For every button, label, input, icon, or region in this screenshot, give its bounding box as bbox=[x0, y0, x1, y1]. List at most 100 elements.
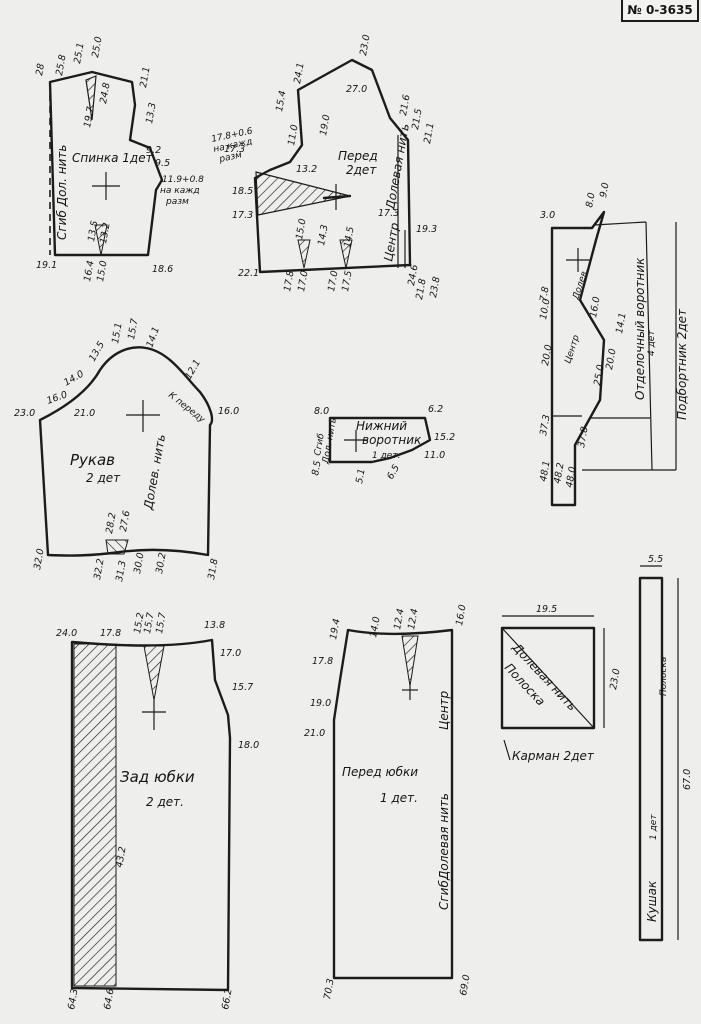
front-m24: 21.8 bbox=[414, 278, 429, 301]
belt-m1: 67.0 bbox=[682, 769, 693, 790]
collar-title-2: воротник bbox=[362, 433, 422, 447]
sleeve-m14: 31.3 bbox=[114, 560, 129, 583]
back-title: Спинка 1дет bbox=[72, 151, 154, 165]
front-title-2: 2дет bbox=[346, 163, 377, 177]
belt-m0: 5.5 bbox=[648, 554, 663, 565]
facing-m3: 7.8 bbox=[538, 286, 551, 303]
sleeve-m8: 21.0 bbox=[74, 408, 95, 419]
collar-m3: 11.0 bbox=[424, 450, 445, 461]
front-m20: 17.0 bbox=[326, 270, 341, 293]
back-m7: 13.3 bbox=[144, 102, 159, 125]
skirt-front-m6: 19.0 bbox=[310, 698, 331, 709]
facing-label-3: Подбортник 2дет bbox=[675, 308, 689, 420]
collar-m5: 5.1 bbox=[354, 468, 367, 485]
facing-m11: 48.1 bbox=[538, 460, 553, 483]
under-collar-outline bbox=[328, 416, 432, 464]
sleeve-m10: 28.2 bbox=[104, 512, 119, 535]
front-m0: 24.1 bbox=[292, 62, 307, 85]
facing-label-1: Отделочный воротник bbox=[633, 257, 647, 400]
front-m17: 17.0 bbox=[296, 270, 311, 293]
skirt-back-piece: Зад юбки 2 дет. 24.0 17.8 15.2 15.7 15.7… bbox=[56, 612, 259, 1011]
sleeve-m16: 30.2 bbox=[154, 552, 169, 575]
back-grain: Сгиб Дол. нить bbox=[55, 145, 69, 240]
facing-m9: 20.0 bbox=[604, 348, 619, 371]
pocket-piece: Долевая нить Полоска Карман 2дет 19.5 23… bbox=[500, 604, 623, 763]
facing-m0: 3.0 bbox=[540, 210, 555, 221]
sleeve-grain: Долев. нить bbox=[141, 433, 168, 511]
front-m11: 18.5 bbox=[232, 186, 253, 197]
facing-piece: Отделочный воротник 4 дет Подбортник 2де… bbox=[538, 182, 689, 507]
front-note-3: разм bbox=[218, 150, 244, 165]
front-center: Центр bbox=[381, 221, 402, 262]
back-m9: 9.5 bbox=[155, 158, 170, 169]
skirt-back-m6: 17.0 bbox=[220, 648, 241, 659]
back-m14: 13.2 bbox=[98, 222, 113, 245]
facing-m1: 8.0 bbox=[584, 192, 597, 209]
skirt-front-title: Перед юбки bbox=[342, 765, 418, 779]
skirt-back-m3: 15.7 bbox=[142, 612, 157, 635]
back-m1: 25.8 bbox=[54, 54, 69, 77]
sleeve-m2: 14.1 bbox=[144, 325, 162, 349]
front-m12: 17.3 bbox=[232, 210, 253, 221]
back-m10: 19.1 bbox=[36, 260, 57, 271]
front-m9: 21.1 bbox=[422, 122, 437, 145]
sleeve-m7: 23.0 bbox=[14, 408, 35, 419]
skirt-front-m0: 19.4 bbox=[328, 618, 343, 641]
front-m14: 19.3 bbox=[416, 224, 437, 235]
facing-outline bbox=[550, 210, 606, 507]
facing-grain: Долев. bbox=[571, 267, 591, 301]
back-m4: 19.7 bbox=[82, 106, 97, 129]
skirt-back-count: 2 дет. bbox=[146, 795, 184, 809]
collar-m4: 8.5 bbox=[310, 460, 323, 477]
collar-fold: Сгиб bbox=[313, 432, 327, 456]
facing-m10: 37.3 bbox=[538, 414, 553, 437]
sleeve-m1: 15.1 bbox=[110, 322, 125, 345]
skirt-front-m9: 69.0 bbox=[458, 974, 473, 997]
skirt-back-hatch bbox=[73, 643, 117, 987]
skirt-back-m2: 15.2 bbox=[132, 612, 147, 635]
skirt-front-count: 1 дет. bbox=[380, 791, 418, 805]
front-m4: 13.2 bbox=[296, 164, 317, 175]
front-m7: 21.6 bbox=[398, 94, 413, 117]
sleeve-m17: 31.8 bbox=[206, 558, 221, 581]
facing-m13: 48.0 bbox=[564, 466, 579, 489]
facing-measurements: 3.0 8.0 9.0 7.8 10.0 16.0 14.1 20.0 25.0… bbox=[538, 182, 629, 489]
sleeve-dart bbox=[105, 539, 129, 555]
skirt-front-dart bbox=[401, 635, 419, 687]
front-measurements: 24.1 15.4 11.0 19.0 13.2 23.0 27.0 21.6 … bbox=[224, 34, 443, 301]
collar-m0: 8.0 bbox=[314, 406, 329, 417]
front-m21: 17.5 bbox=[340, 270, 355, 293]
front-m13: 17.3 bbox=[378, 208, 399, 219]
front-m18: 15.0 bbox=[294, 218, 309, 241]
front-m1: 15.4 bbox=[274, 90, 289, 113]
collar-m1: 6.2 bbox=[428, 404, 443, 415]
sleeve-piece: Рукав 2 дет Долев. нить К переду 15.7 15… bbox=[14, 318, 239, 583]
belt-title: Кушак bbox=[645, 880, 659, 922]
sleeve-m3: 13.5 bbox=[87, 340, 107, 364]
sleeve-title: Рукав bbox=[70, 451, 115, 469]
front-m6: 27.0 bbox=[346, 84, 367, 95]
front-m5: 23.0 bbox=[358, 34, 373, 57]
pocket-m1: 23.0 bbox=[608, 668, 623, 691]
skirt-front-m5: 17.8 bbox=[312, 656, 333, 667]
belt-piece: Кушак 1 дет Полоска 5.5 67.0 bbox=[638, 554, 693, 942]
collar-m2: 15.2 bbox=[434, 432, 455, 443]
sleeve-count: 2 дет bbox=[86, 471, 121, 485]
front-bust-dart bbox=[255, 171, 351, 216]
back-m12: 15.0 bbox=[95, 260, 110, 283]
back-m0: 28 bbox=[34, 63, 47, 77]
skirt-back-dart bbox=[143, 645, 165, 701]
front-m3: 19.0 bbox=[318, 114, 333, 137]
belt-count: 1 дет bbox=[649, 814, 659, 840]
sleeve-m9: 16.0 bbox=[218, 406, 239, 417]
front-piece: Перед 2дет Долевая нить Центр 17.8+0.6 н… bbox=[211, 34, 443, 301]
facing-m7: 20.0 bbox=[540, 344, 555, 367]
collar-count: 1 дет. bbox=[372, 451, 400, 461]
back-waist-dart bbox=[94, 224, 108, 256]
back-note-1: 11.9+0.8 bbox=[162, 175, 204, 185]
facing-m5: 16.0 bbox=[588, 296, 603, 319]
back-m13: 13.5 bbox=[86, 220, 101, 243]
facing-m6: 14.1 bbox=[614, 312, 629, 335]
skirt-back-m11: 64.6 bbox=[102, 988, 117, 1011]
